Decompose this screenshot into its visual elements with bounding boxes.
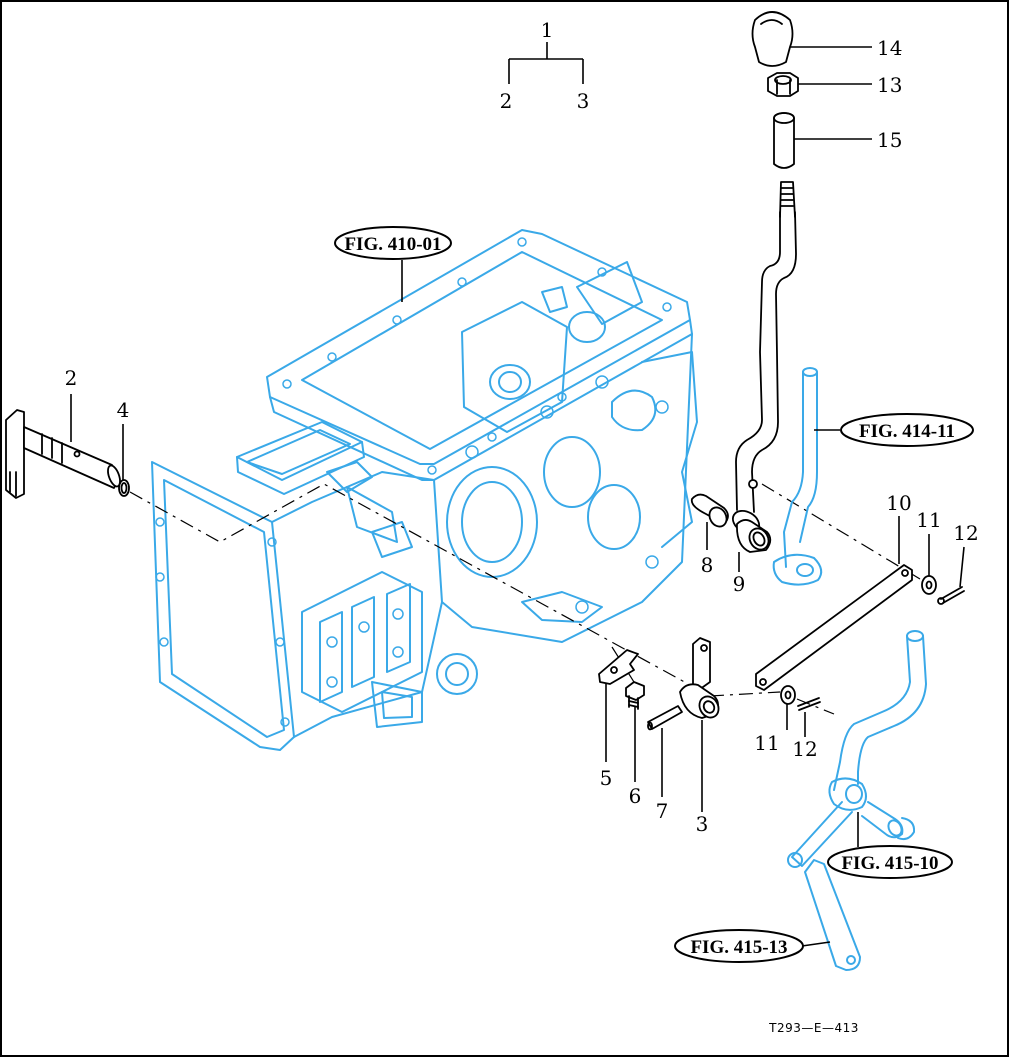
spring-pin-part	[647, 705, 683, 731]
fig-415-10-lever	[787, 630, 927, 868]
callout-10: 10	[886, 491, 911, 515]
callout-numbers: 14 13 15 2 4 8 9 10 11 12 5 6 7 3 11 12	[65, 36, 979, 836]
callout-12-upper: 12	[953, 521, 978, 545]
fig-415-10-bubble[interactable]: FIG. 415-10	[827, 845, 953, 879]
callout-1: 1	[541, 18, 554, 42]
callout-11-upper: 11	[916, 508, 941, 532]
fig-414-11-label: FIG. 414-11	[859, 421, 955, 442]
lock-plate-part	[598, 649, 639, 685]
lever-arm-part	[679, 637, 720, 719]
callout-4: 4	[117, 398, 130, 422]
callout-13: 13	[877, 73, 902, 97]
shift-knob-part	[751, 11, 794, 67]
callout-8: 8	[701, 553, 714, 577]
callout-tree-2: 2	[500, 89, 513, 113]
callout-7: 7	[656, 799, 669, 823]
fig-410-01-bubble[interactable]: FIG. 410-01	[334, 226, 452, 260]
callout-tree-3: 3	[577, 89, 590, 113]
fig-415-13-link	[804, 859, 861, 971]
washer-upper-part	[921, 575, 937, 595]
leader-lines	[70, 46, 965, 947]
bushing-part	[690, 493, 729, 528]
lever-collar-part	[736, 519, 772, 553]
assembly-tree: 1 2 3	[500, 18, 590, 113]
transmission-housing	[151, 229, 698, 751]
callout-3-lever: 3	[696, 812, 709, 836]
callout-14: 14	[877, 36, 902, 60]
callout-6: 6	[629, 784, 642, 808]
fig-415-13-bubble[interactable]: FIG. 415-13	[674, 929, 804, 963]
washer-lower-part	[780, 685, 796, 705]
callout-5: 5	[600, 766, 613, 790]
sleeve-part	[773, 112, 795, 169]
fig-414-11-lever	[772, 367, 823, 586]
shift-shaft-part	[5, 409, 121, 499]
fig-414-11-bubble[interactable]: FIG. 414-11	[840, 413, 974, 447]
callout-12-lower: 12	[792, 737, 817, 761]
cotter-pin-lower-part	[797, 697, 821, 711]
o-ring-part	[118, 479, 130, 497]
bolt-part	[625, 681, 645, 710]
callout-9: 9	[733, 572, 746, 596]
fig-415-10-label: FIG. 415-10	[841, 853, 938, 874]
connecting-rod-part	[755, 564, 913, 691]
callout-11-lower: 11	[754, 731, 779, 755]
drawing-code: T293—E—413	[768, 1021, 859, 1035]
nut-part	[767, 72, 799, 97]
callout-2-shaft: 2	[65, 366, 78, 390]
assembly-centerlines	[129, 483, 921, 715]
cotter-pin-upper-part	[937, 586, 965, 605]
callout-15: 15	[877, 128, 902, 152]
fig-410-01-label: FIG. 410-01	[344, 234, 441, 255]
fig-415-13-label: FIG. 415-13	[690, 937, 787, 958]
